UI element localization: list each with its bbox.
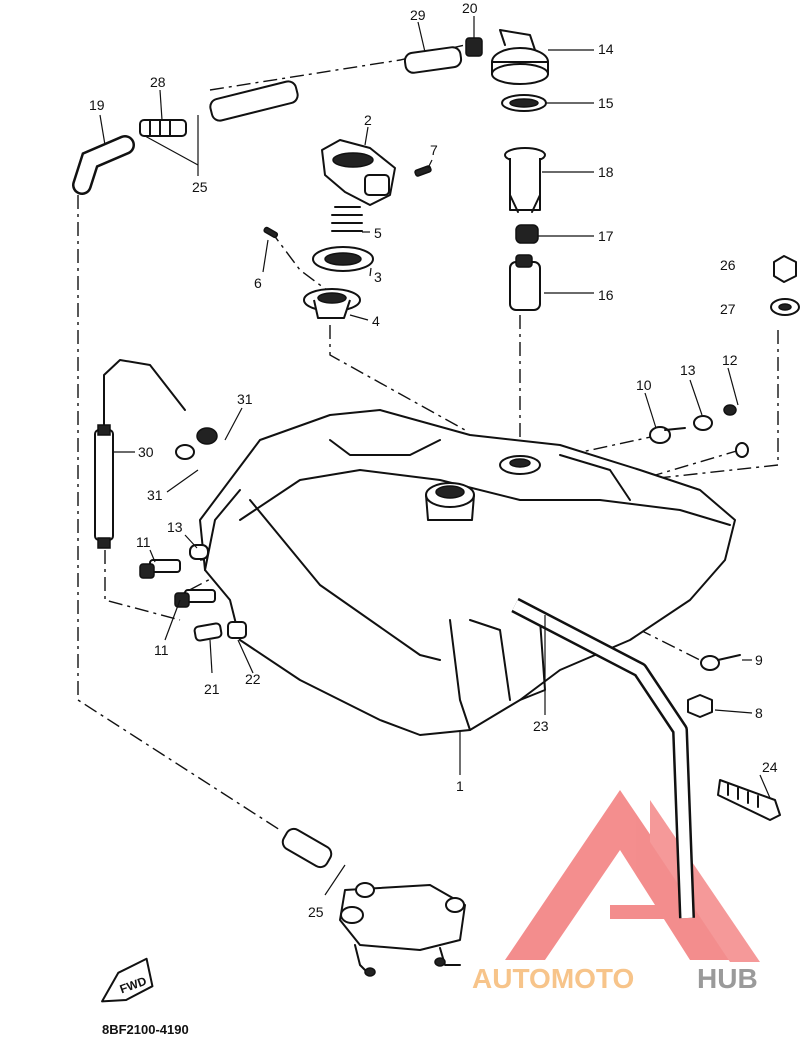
callout-15: 15	[598, 95, 614, 111]
hose-29	[209, 46, 463, 122]
breather-pipe	[511, 597, 695, 919]
petcock-stack	[491, 29, 549, 311]
callout-18: 18	[598, 164, 614, 180]
filler-cap-assembly	[263, 139, 432, 319]
watermark-text: AUTOMOTO HUB	[472, 963, 758, 994]
fuel-pump-assembly	[281, 827, 466, 977]
callout-30: 30	[138, 444, 154, 460]
leader-lines	[99, 16, 771, 896]
callout-23: 23	[533, 718, 549, 734]
callout-29: 29	[410, 7, 426, 23]
callout-1: 1	[456, 778, 464, 794]
callout-2: 2	[364, 112, 372, 128]
callout-labels: 29 20 14 28 19 15 2 7 25 18 5 17 6 3 26 …	[89, 0, 778, 920]
hose-19	[72, 135, 135, 195]
callout-25-bottom: 25	[308, 904, 324, 920]
callout-8: 8	[755, 705, 763, 721]
callout-3: 3	[374, 269, 382, 285]
parts-9-8	[687, 654, 741, 718]
bolts-and-clips	[139, 427, 218, 608]
callout-31-top: 31	[237, 391, 253, 407]
callout-13-right: 13	[680, 362, 696, 378]
callout-10: 10	[636, 377, 652, 393]
clip-20	[465, 37, 483, 57]
callout-4: 4	[372, 313, 380, 329]
callout-11-top: 11	[136, 534, 151, 550]
callout-31-bottom: 31	[147, 487, 163, 503]
callout-9: 9	[755, 652, 763, 668]
fasteners-10-13-12	[649, 404, 749, 458]
callout-5: 5	[374, 225, 382, 241]
joint-28	[139, 119, 187, 137]
callout-28: 28	[150, 74, 166, 90]
callout-12: 12	[722, 352, 738, 368]
band-24	[717, 779, 781, 821]
callout-17: 17	[598, 228, 614, 244]
watermark-text-part2: HUB	[697, 963, 758, 994]
callout-16: 16	[598, 287, 614, 303]
callout-21: 21	[204, 681, 220, 697]
callout-22: 22	[245, 671, 261, 687]
watermark-logo	[505, 790, 760, 962]
watermark-text-part1: AUTOMOTO	[472, 963, 634, 994]
parts-21-22	[193, 621, 247, 642]
callout-11-bottom: 11	[154, 642, 169, 658]
part-code: 8BF2100-4190	[102, 1022, 189, 1037]
forward-arrow: FWD	[101, 957, 154, 1003]
callout-14: 14	[598, 41, 614, 57]
callout-27: 27	[720, 301, 736, 317]
callout-26: 26	[720, 257, 736, 273]
hose-30	[94, 359, 186, 549]
callout-19: 19	[89, 97, 105, 113]
callout-25-top: 25	[192, 179, 208, 195]
callout-24: 24	[762, 759, 778, 775]
fuel-tank	[199, 409, 736, 736]
nut-washer-26-27	[770, 255, 800, 316]
callout-20: 20	[462, 0, 478, 16]
callout-7: 7	[430, 142, 438, 158]
callout-6: 6	[254, 275, 262, 291]
callout-13-left: 13	[167, 519, 183, 535]
